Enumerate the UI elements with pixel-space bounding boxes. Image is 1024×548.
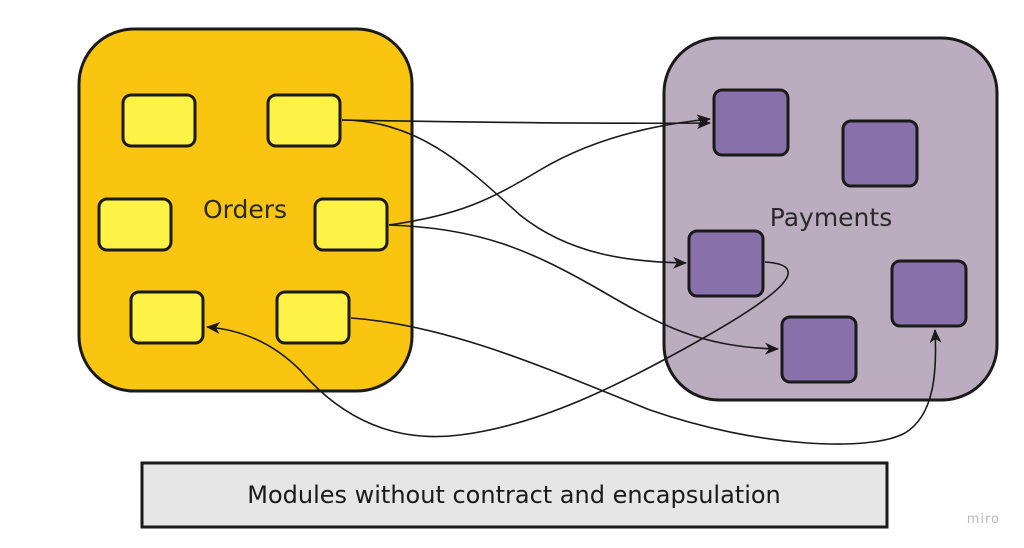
caption-text: Modules without contract and encapsulati… <box>247 481 781 509</box>
payments-component-4 <box>890 259 968 328</box>
payments-component-1 <box>712 88 790 157</box>
orders-component-6 <box>275 290 351 345</box>
orders-component-1 <box>121 93 197 148</box>
orders-component-5 <box>129 290 205 345</box>
caption-box <box>140 461 889 529</box>
payments-component-3 <box>687 229 765 298</box>
orders-module: Orders <box>77 27 414 393</box>
miro-watermark: miro <box>967 512 1000 527</box>
orders-component-4 <box>313 197 389 252</box>
orders-component-2 <box>266 93 342 148</box>
payments-module-label: Payments <box>770 203 892 232</box>
orders-component-3 <box>97 197 173 252</box>
arrow-orders4-to-payments5 <box>388 224 779 355</box>
payments-module: Payments <box>662 36 999 402</box>
dependency-arrows <box>206 114 942 445</box>
arrow-orders6-to-payments4 <box>350 317 942 445</box>
payments-component-5 <box>780 315 858 384</box>
orders-module-label: Orders <box>203 195 287 224</box>
arrow-orders2-to-payments3 <box>341 119 687 269</box>
arrow-orders4-to-payments1 <box>388 114 711 226</box>
payments-component-2 <box>841 119 919 188</box>
caption: Modules without contract and encapsulati… <box>140 461 889 529</box>
arrow-payments3-to-orders5 <box>206 261 789 438</box>
arrow-orders2-to-payments1 <box>341 117 711 130</box>
